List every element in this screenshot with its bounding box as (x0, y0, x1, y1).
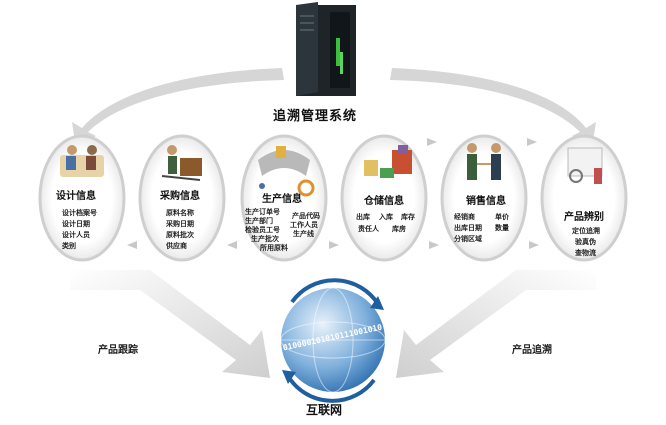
node-sales-title: 销售信息 (466, 196, 506, 207)
node-sales-field: 经销商 (454, 213, 475, 221)
node-storage-field: 库房 (392, 225, 406, 233)
node-design-title: 设计信息 (56, 191, 96, 202)
node-purchase-title: 采购信息 (160, 191, 200, 202)
node-production-field: 工作人员 (290, 221, 318, 229)
node-design-field: 设计档案号 (62, 209, 97, 217)
purchase-picture (161, 145, 202, 181)
node-storage-field: 责任人 (358, 225, 379, 233)
node-production-field: 检验员工号 (245, 226, 280, 234)
label-tracking: 产品跟踪 (98, 345, 138, 356)
server-illustration (296, 2, 356, 96)
node-design-field: 类别 (62, 242, 76, 250)
node-production-field: 生产线 (293, 230, 314, 238)
node-purchase-field: 采购日期 (166, 220, 194, 228)
node-purchase-field: 原料批次 (166, 231, 194, 239)
node-design-field: 设计人员 (62, 231, 90, 239)
label-tracing: 产品追溯 (512, 345, 552, 356)
internet-globe (280, 278, 386, 403)
node-sales-field: 单价 (495, 213, 509, 221)
storage-picture (364, 145, 412, 178)
arrow-server-left (72, 68, 284, 148)
node-sales-field: 出库日期 (454, 224, 482, 232)
node-ellipses (38, 134, 628, 262)
page-title: 追溯管理系统 (273, 109, 358, 124)
sales-picture (467, 143, 501, 180)
node-identify-field: 验真伪 (575, 238, 596, 246)
node-sales-field: 数量 (495, 224, 509, 232)
node-storage-field: 出库 (356, 213, 370, 221)
design-picture (60, 145, 104, 177)
node-storage-field: 库存 (401, 213, 415, 221)
production-picture (258, 146, 315, 197)
node-storage-field: 入库 (379, 213, 393, 221)
node-identify-title: 产品辨别 (564, 212, 604, 223)
arrow-server-right (390, 68, 596, 148)
node-storage-title: 仓储信息 (364, 196, 404, 207)
node-production-field: 生产批次 (251, 235, 279, 243)
node-production-title: 生产信息 (262, 194, 302, 205)
node-production-field: 生产部门 (245, 217, 273, 225)
node-design-field: 设计日期 (62, 220, 90, 228)
node-identify-field: 查物流 (575, 249, 596, 257)
node-purchase-field: 原料名称 (166, 209, 194, 217)
arrow-tracing (396, 270, 596, 378)
node-production-field: 产品代码 (292, 212, 320, 220)
node-identify-field: 定位追溯 (572, 227, 600, 235)
identify-picture (567, 147, 603, 184)
arrow-tracking (70, 270, 270, 378)
internet-label: 互联网 (306, 403, 343, 417)
node-production-field: 所用原料 (260, 244, 288, 252)
node-sales-field: 分销区域 (454, 235, 482, 243)
connector-arrows (127, 138, 539, 249)
node-production-field: 生产订单号 (245, 208, 280, 216)
node-purchase-field: 供应商 (166, 242, 187, 250)
